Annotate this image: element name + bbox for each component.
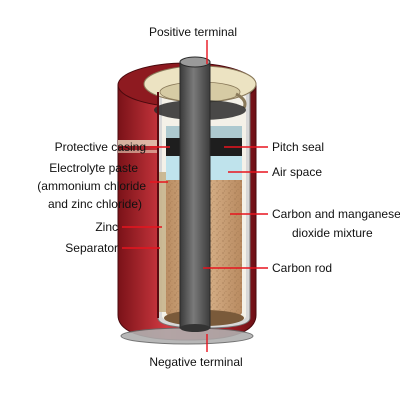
- label-electrolyte-line1: Electrolyte paste: [49, 161, 138, 175]
- label-negative-terminal: Negative terminal: [149, 355, 242, 369]
- carbon-rod: [179, 56, 211, 332]
- label-electrolyte-line2: (ammonium chloride: [37, 179, 146, 193]
- label-air-space: Air space: [272, 165, 322, 179]
- label-electrolyte-line3: and zinc chloride): [48, 197, 142, 211]
- label-separator: Separator: [65, 241, 118, 255]
- diagram-labels: Positive terminal Negative terminal Prot…: [37, 25, 400, 369]
- label-protective-casing: Protective casing: [55, 140, 146, 154]
- leader-lines: [122, 40, 268, 352]
- label-zinc: Zinc: [95, 220, 118, 234]
- label-mixture-line1: Carbon and manganese: [272, 207, 400, 221]
- label-mixture-line2: dioxide mixture: [292, 226, 373, 240]
- label-carbon-rod: Carbon rod: [272, 261, 332, 275]
- label-positive-terminal: Positive terminal: [149, 25, 237, 39]
- label-pitch-seal: Pitch seal: [272, 140, 324, 154]
